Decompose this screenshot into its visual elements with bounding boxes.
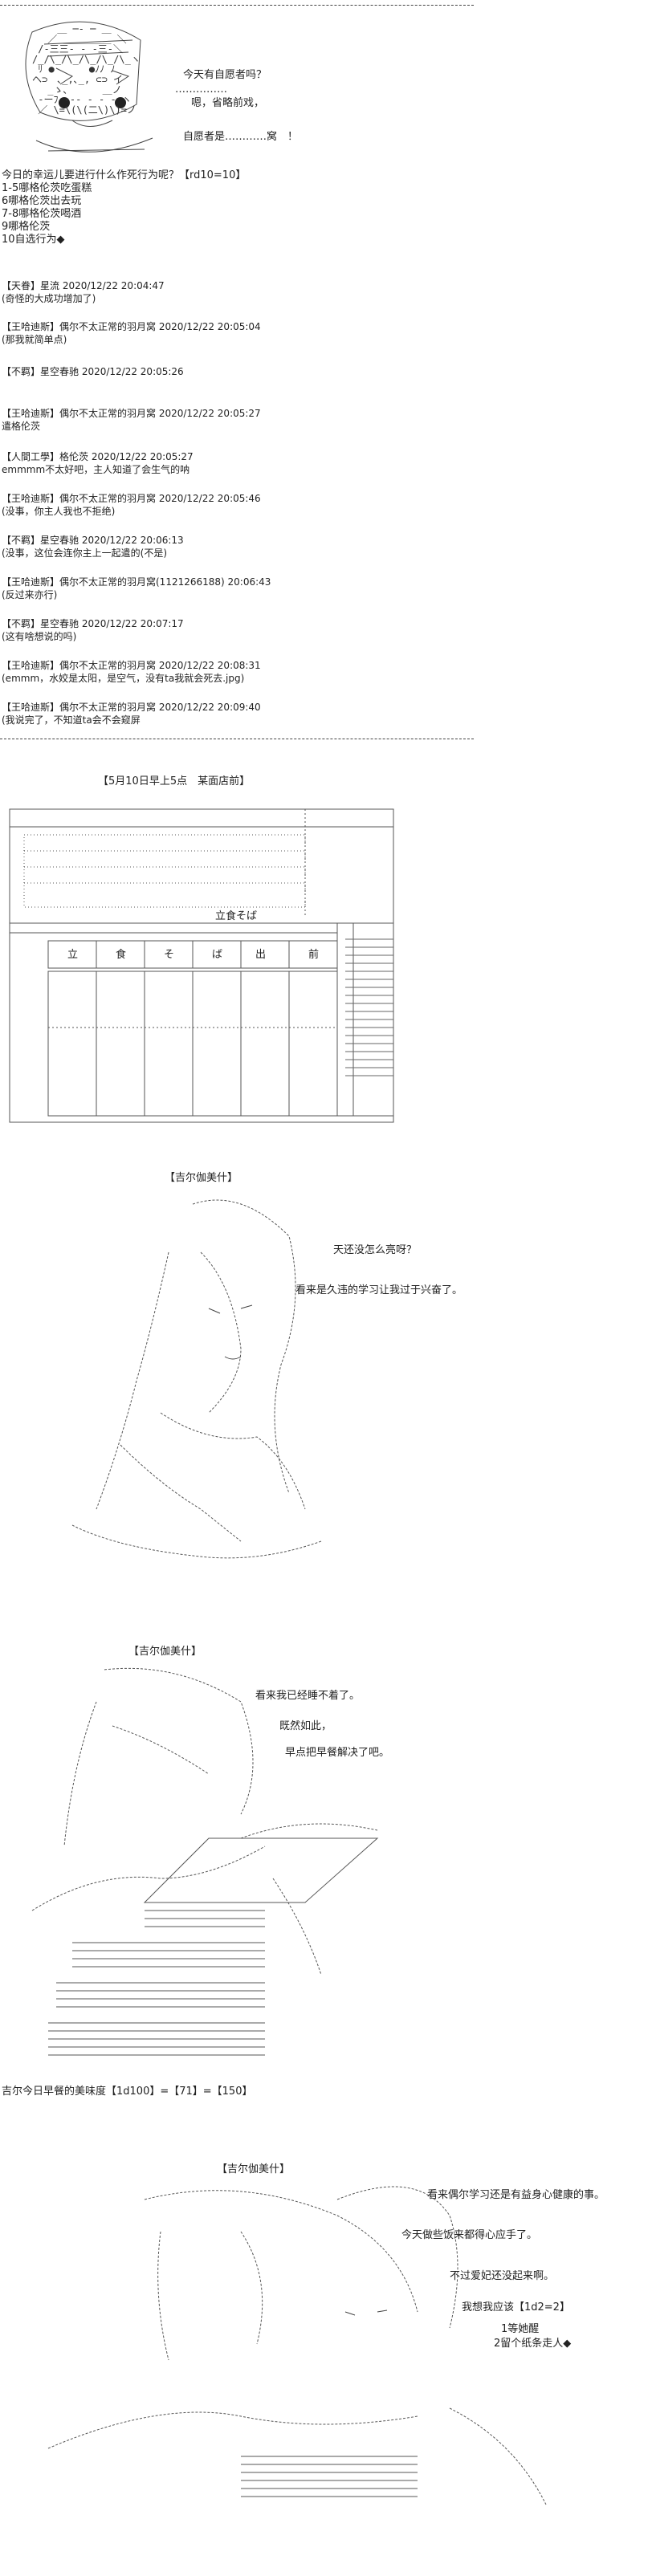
- character-name: 【吉尔伽美什】: [217, 2163, 291, 2175]
- comment-head: 【不羁】星空春驰 2020/12/22 20:05:26: [2, 366, 184, 377]
- noren-char: ば: [212, 949, 223, 961]
- noren-char: 食: [116, 949, 127, 961]
- speech-line: 不过爱妃还没起来啊。: [450, 2270, 555, 2282]
- noren-char: そ: [164, 949, 175, 961]
- speech-line: 1等她醒: [501, 2323, 540, 2335]
- comment-head: 【王哈迪斯】偶尔不太正常的羽月窝 2020/12/22 20:05:04: [2, 321, 261, 332]
- scene-caption: 【5月10日早上5点 某面店前】: [98, 775, 251, 787]
- comment-head: 【人間工學】格伦茨 2020/12/22 20:05:27: [2, 451, 194, 462]
- speech-line: 天还没怎么亮呀？: [333, 1244, 418, 1256]
- speech-line: 既然如此，: [279, 1720, 332, 1732]
- comment-body: emmmm不太好吧，主人知道了会生气的呐: [2, 464, 190, 475]
- speech-line: 今天做些饭来都得心应手了。: [401, 2229, 538, 2241]
- speech-line: 看来是久违的学习让我过于兴奋了。: [295, 1284, 463, 1296]
- shop-sign: 立食そば: [215, 910, 258, 922]
- comment-body: (反过来亦行): [2, 589, 58, 600]
- comment-head: 【王哈迪斯】偶尔不太正常的羽月窝 2020/12/22 20:05:27: [2, 408, 261, 419]
- intro-line: 9哪格伦茨: [2, 221, 51, 233]
- comment-head: 【王哈迪斯】偶尔不太正常的羽月窝 2020/12/22 20:05:46: [2, 493, 261, 504]
- comment-body: (emmm，水姣是太阳，是空气，没有ta我就会死去.jpg): [2, 673, 245, 684]
- intro-line: 1-5哪格伦茨吃蛋糕: [2, 182, 92, 194]
- noren-char: 出: [255, 949, 267, 961]
- comment-body: (没事，这位会连你主上一起遣的(不是): [2, 547, 168, 559]
- speech-line: 看来偶尔学习还是有益身心健康的事。: [427, 2189, 605, 2201]
- comment-body: (奇怪的大成功增加了): [2, 293, 96, 304]
- comment-head: 【不羁】星空春驰 2020/12/22 20:06:13: [2, 535, 184, 546]
- speech-line: 我想我应该【1d2=2】: [462, 2301, 570, 2314]
- speech-line: 今天有自愿者吗？: [183, 69, 267, 81]
- intro-line: 6哪格伦茨出去玩: [2, 195, 82, 207]
- intro-line: 10自选行为◆: [2, 234, 65, 246]
- comment-body: 遣格伦茨: [2, 421, 41, 432]
- comment-head: 【王哈迪斯】偶尔不太正常的羽月窝 2020/12/22 20:08:31: [2, 660, 261, 671]
- intro-line: 7-8哪格伦茨喝酒: [2, 208, 82, 220]
- comment-body: (没事，你主人我也不拒绝): [2, 506, 116, 517]
- comment-head: 【天眷】星流 2020/12/22 20:04:47: [2, 280, 165, 291]
- comment-body: (我说完了，不知道ta会不会窥屏: [2, 714, 141, 726]
- character-name: 【吉尔伽美什】: [165, 1172, 238, 1184]
- speech-line: 2留个纸条走人◆: [494, 2338, 572, 2350]
- intro-line: 今日的幸运儿要进行什么作死行为呢？【rd10=10】: [2, 169, 247, 181]
- comment-head: 【王哈迪斯】偶尔不太正常的羽月窝 2020/12/22 20:09:40: [2, 702, 261, 713]
- speech-line: 嗯，省略前戏，: [191, 97, 265, 109]
- speech-line: ……………: [175, 83, 227, 96]
- noren-char: 前: [308, 949, 320, 961]
- speech-line: 看来我已经睡不着了。: [255, 1690, 361, 1702]
- face-aa-text: ＿ ─‐ ─ ＿ ／ ＿＿＿＿＿ ＼ /‐三三‐ ‐ ‐三‐＼ /_/\_/\_…: [32, 23, 141, 116]
- comment-body: (这有啥想说的吗): [2, 631, 77, 642]
- comment-head: 【王哈迪斯】偶尔不太正常的羽月窝(1121266188) 20:06:43: [2, 576, 271, 588]
- dice-roll-line: 吉尔今日早餐的美味度【1d100】=【71】=【150】: [2, 2086, 253, 2098]
- divider-top: [0, 5, 474, 6]
- speech-line: 早点把早餐解决了吧。: [285, 1747, 390, 1759]
- noren-char: 立: [67, 949, 79, 961]
- comment-body: (那我就简单点): [2, 334, 67, 345]
- character-name: 【吉尔伽美什】: [128, 1646, 202, 1658]
- comment-head: 【不羁】星空春驰 2020/12/22 20:07:17: [2, 618, 184, 629]
- speech-line: 自愿者是…………窝 ！: [183, 131, 299, 143]
